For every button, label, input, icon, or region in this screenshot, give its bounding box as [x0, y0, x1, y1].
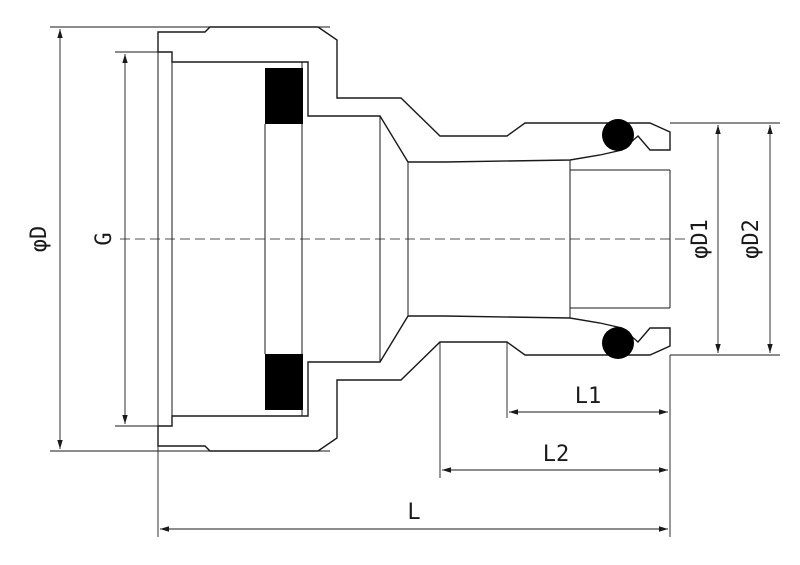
upper-wall-section: [157, 26, 671, 163]
dimension-g: G: [92, 51, 158, 427]
dimension-l: L: [160, 500, 668, 532]
flat-gasket-lower: [265, 354, 303, 410]
label-phi-d1: φD1: [688, 219, 713, 259]
lower-wall-section: [157, 315, 671, 452]
dimension-phi-d1: φD1: [670, 122, 730, 356]
label-phi-d: φD: [27, 226, 52, 253]
dimension-l2: L2: [442, 442, 668, 473]
label-phi-d2: φD2: [739, 219, 764, 259]
o-ring-lower: [602, 327, 634, 359]
dimension-phi-d: φD: [27, 26, 330, 452]
label-g: G: [92, 232, 117, 245]
label-l2: L2: [543, 442, 570, 467]
flat-gasket-upper: [265, 68, 303, 124]
label-l: L: [407, 500, 420, 525]
label-l1: L1: [575, 384, 602, 409]
dimension-phi-d2: φD2: [730, 122, 780, 356]
length-extension-lines: [157, 342, 671, 537]
o-ring-upper: [602, 119, 634, 151]
dimension-l1: L1: [509, 384, 668, 415]
